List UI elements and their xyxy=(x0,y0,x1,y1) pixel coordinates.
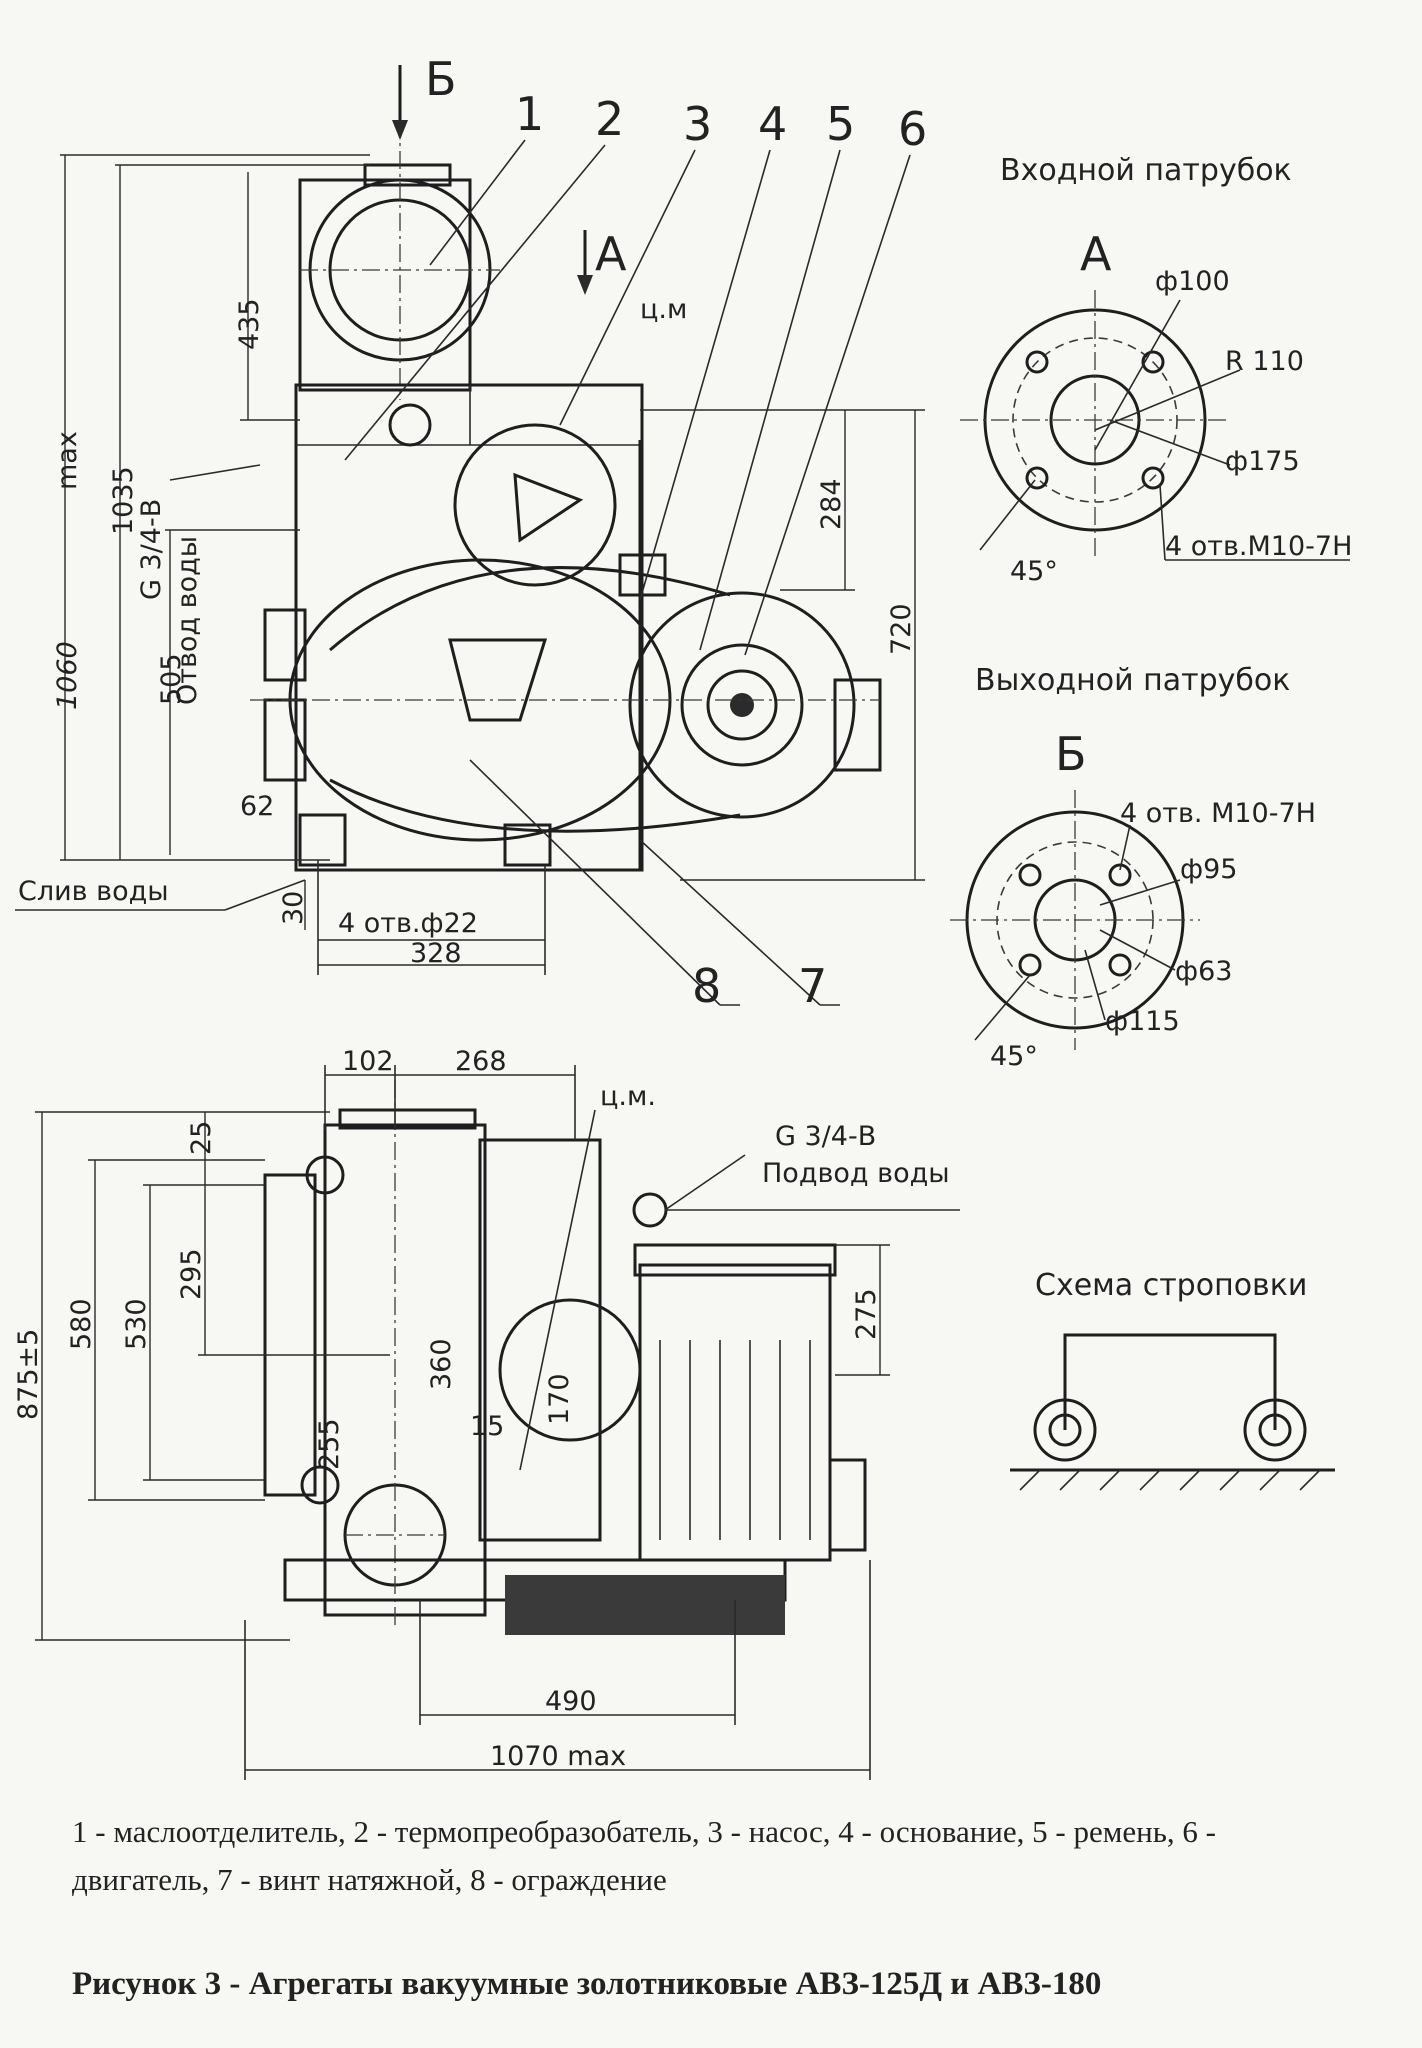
outlet-holes: 4 отв. М10-7Н xyxy=(1120,798,1316,829)
belt-upper xyxy=(329,566,731,652)
callout-8: 8 xyxy=(692,959,721,1013)
motor-pulley-outer xyxy=(628,591,856,819)
dim-720: 720 xyxy=(886,603,917,655)
dim-holes-22: 4 отв.ф22 xyxy=(338,908,478,939)
side-inlet-column xyxy=(323,1123,487,1617)
dim-295: 295 xyxy=(176,1248,207,1300)
dim-580: 580 xyxy=(66,1298,97,1350)
side-center-of-mass-label: ц.м. xyxy=(600,1081,656,1112)
dim-875: 875±5 xyxy=(13,1329,44,1420)
motor-pulley-hub xyxy=(706,669,778,741)
belt-lower xyxy=(329,778,741,833)
side-frame xyxy=(505,1575,785,1635)
callout-6: 6 xyxy=(898,102,927,156)
side-pump-body xyxy=(478,1138,602,1542)
pump-hub xyxy=(513,472,584,543)
callout-3: 3 xyxy=(683,97,712,151)
dim-530: 530 xyxy=(121,1298,152,1350)
outlet-d115: ф115 xyxy=(1105,1006,1180,1037)
dim-505: 505 xyxy=(156,653,187,705)
outlet-flange-labels: Выходной патрубок Б 4 отв. М10-7Н ф95 ф6… xyxy=(975,663,1316,1072)
drain-thread: G 3/4-В xyxy=(136,499,167,600)
center-of-mass-label: ц.м xyxy=(640,294,687,325)
outlet-view-letter: Б xyxy=(1055,727,1087,781)
callout-5: 5 xyxy=(826,97,855,151)
inlet-holes: 4 отв.М10-7Н xyxy=(1165,531,1352,562)
inlet-r110: R 110 xyxy=(1225,346,1304,377)
dim-1060: 1060 xyxy=(52,641,83,710)
dim-62: 62 xyxy=(240,791,274,822)
supply-label: Подвод воды xyxy=(762,1158,950,1189)
callout-1: 1 xyxy=(515,87,544,141)
dim-435: 435 xyxy=(234,298,265,350)
inlet-view-letter: А xyxy=(1080,227,1112,281)
water-supply-fitting xyxy=(632,1192,668,1228)
front-view xyxy=(15,65,925,1006)
inlet-d175: ф175 xyxy=(1225,446,1300,477)
flywheel-spoke xyxy=(448,638,548,722)
dim-30: 30 xyxy=(278,891,309,925)
pump-pulley xyxy=(453,423,617,587)
outlet-angle: 45° xyxy=(990,1041,1038,1072)
dim-25: 25 xyxy=(186,1121,217,1155)
sling-eye-right xyxy=(1243,1398,1307,1462)
outlet-flange-view xyxy=(950,790,1200,1050)
foot-right xyxy=(503,823,552,867)
inlet-d100: ф100 xyxy=(1155,266,1230,297)
water-drain-label: Слив воды xyxy=(18,876,169,907)
inlet-angle: 45° xyxy=(1010,556,1058,587)
dim-1035: 1035 xyxy=(108,466,139,535)
sling-rope xyxy=(1063,1333,1277,1430)
dim-max: max xyxy=(52,431,83,490)
inlet-title: Входной патрубок xyxy=(1000,153,1292,188)
oil-separator-cap xyxy=(363,163,452,187)
outlet-title: Выходной патрубок xyxy=(975,663,1290,698)
supply-thread: G 3/4-В xyxy=(775,1121,876,1152)
slinging-scheme xyxy=(1010,1333,1335,1491)
dim-284: 284 xyxy=(816,478,847,530)
dim-268: 268 xyxy=(455,1046,507,1077)
inlet-flange-view xyxy=(960,290,1350,561)
outlet-d95: ф95 xyxy=(1180,854,1237,885)
figure-title: Рисунок 3 - Агрегаты вакуумные золотнико… xyxy=(72,1966,1102,2002)
side-motor xyxy=(638,1263,832,1562)
dim-328: 328 xyxy=(410,938,462,969)
side-view-labels: 102 268 25 295 580 530 875±5 255 360 15 … xyxy=(13,1046,950,1772)
parts-legend: 1 - маслоотделитель, 2 - термопреобразоб… xyxy=(72,1814,1216,1897)
dim-1070: 1070 max xyxy=(490,1741,626,1772)
dim-102: 102 xyxy=(342,1046,394,1077)
motor-pulley-mid xyxy=(680,643,804,767)
callout-2: 2 xyxy=(595,92,624,146)
dim-15: 15 xyxy=(470,1411,504,1442)
dim-275: 275 xyxy=(851,1288,882,1340)
drain-label: Отвод воды xyxy=(172,536,203,705)
sling-eye-left xyxy=(1033,1398,1097,1462)
dim-490: 490 xyxy=(545,1686,597,1717)
inlet-flange-labels: Входной патрубок А ф100 R 110 ф175 45° 4… xyxy=(1000,153,1352,587)
foot-left xyxy=(298,813,347,867)
motor-terminal xyxy=(833,678,882,772)
sling-title: Схема строповки xyxy=(1035,1268,1307,1303)
outlet-d63: ф63 xyxy=(1175,956,1232,987)
side-flange-plate xyxy=(263,1173,317,1497)
dim-255: 255 xyxy=(314,1418,345,1470)
front-view-labels: 1 2 3 4 5 6 7 8 Б А ц.м 435 1035 max 106… xyxy=(18,52,927,1013)
section-a-marker: А xyxy=(595,227,627,281)
tension-nut xyxy=(618,553,667,597)
section-b-marker: Б xyxy=(425,52,457,106)
dim-360: 360 xyxy=(426,1338,457,1390)
side-view xyxy=(35,1065,960,1780)
callout-7: 7 xyxy=(798,959,827,1013)
dim-170: 170 xyxy=(544,1373,575,1425)
callout-4: 4 xyxy=(758,97,787,151)
thermo-sensor-port xyxy=(388,403,432,447)
